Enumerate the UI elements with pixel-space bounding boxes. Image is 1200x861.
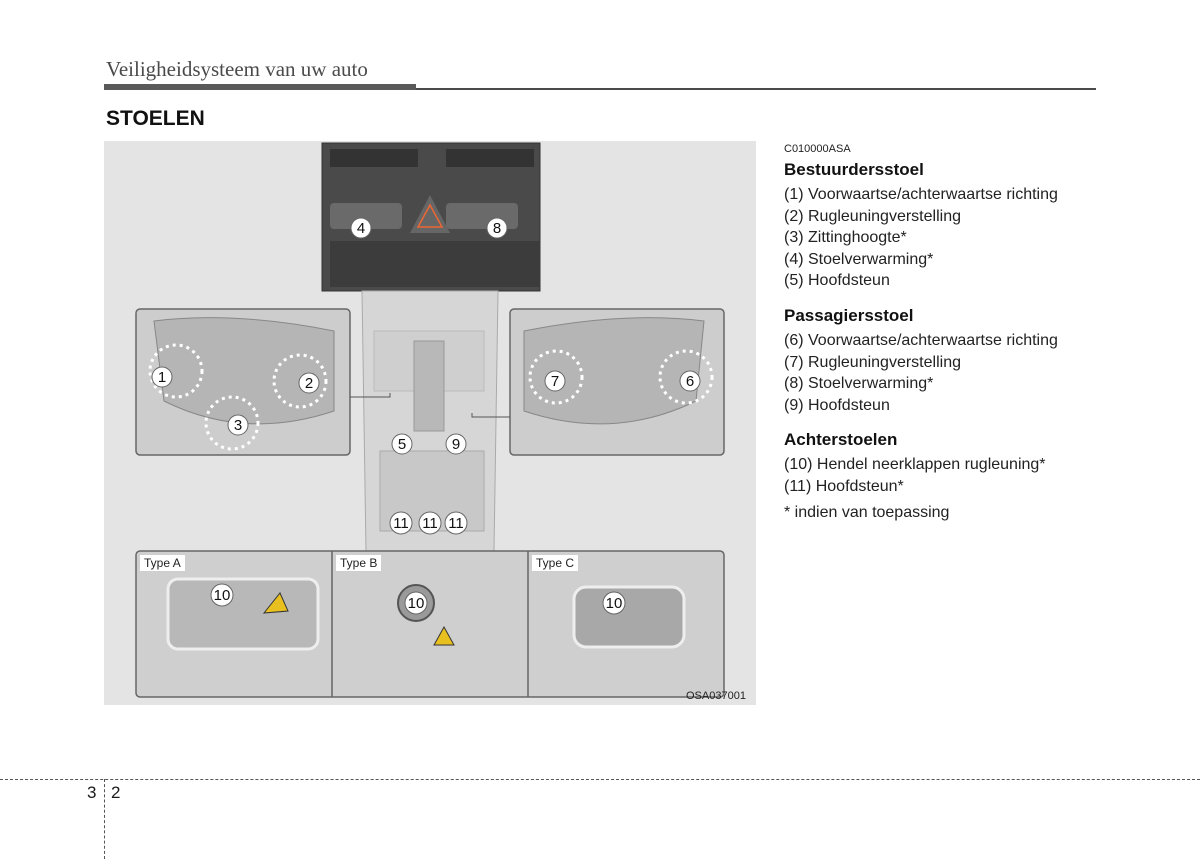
heater-switch-left — [330, 203, 402, 229]
callout-badge-9 — [445, 433, 467, 455]
illustration-drawing: 1 2 3 4 5 6 7 8 9 10 10 10 11 11 11 — [135, 142, 725, 698]
chapter-number: 3 — [87, 783, 97, 802]
figure-code: OSA037001 — [686, 690, 746, 702]
legend-item: (8) Stoelverwarming* — [784, 375, 934, 393]
seats-illustration: 1 2 3 4 5 6 7 8 9 10 10 10 11 11 11 Type A Type B Type… — [104, 141, 756, 705]
callout-number-2: 2 — [305, 375, 313, 392]
callout-ring-7 — [528, 349, 584, 405]
callout-number-9: 9 — [452, 436, 460, 453]
callout-number-5: 5 — [398, 436, 406, 453]
header-rule-thin — [416, 88, 1096, 90]
callout-badge-10 — [404, 591, 428, 615]
legend-item: (11) Hoofdsteun* — [784, 477, 904, 495]
callout-badge-1 — [151, 366, 173, 388]
driver-seat-shape — [153, 317, 335, 425]
callout-badge-10 — [210, 583, 234, 607]
passenger-seat-shape — [523, 317, 705, 425]
running-header: Veiligheidsysteem van uw auto — [106, 57, 368, 81]
callout-number-11: 11 — [422, 515, 438, 532]
callout-badge-7 — [544, 370, 566, 392]
footnote: * indien van toepassing — [784, 503, 950, 521]
callout-badge-11 — [418, 511, 442, 535]
section-title: STOELEN — [106, 107, 205, 130]
vent-right — [446, 149, 534, 167]
callout-badge-3 — [227, 414, 249, 436]
rear-seats-heading: Achterstoelen — [784, 430, 898, 450]
legend-item: (9) Hoofdsteun — [784, 396, 890, 414]
callout-badge-10 — [602, 591, 626, 615]
callout-ring-3 — [204, 395, 260, 451]
callout-number-11: 11 — [393, 515, 409, 532]
legend-item: (1) Voorwaartse/achterwaartse richting — [784, 186, 1058, 203]
type-a-lever — [166, 577, 320, 651]
type-c-label: Type C — [532, 555, 579, 571]
center-console — [413, 340, 445, 432]
callout-number-6: 6 — [686, 373, 694, 390]
passenger-seat-heading: Passagiersstoel — [784, 305, 914, 325]
legend-item: (3) Zittinghoogte* — [784, 229, 907, 247]
callout-number-11: 11 — [448, 515, 464, 532]
heater-switch-right — [446, 203, 518, 229]
legend-item: (2) Rugleuningverstelling — [784, 207, 961, 225]
legend-item: (4) Stoelverwarming* — [784, 250, 934, 268]
callout-numbers: 1 2 3 4 5 6 7 8 9 10 10 10 11 11 11 — [151, 217, 701, 615]
footer-divider — [104, 779, 105, 859]
driver-seat-heading: Bestuurdersstoel — [784, 160, 924, 179]
callout-badge-11 — [389, 511, 413, 535]
callout-ring-6 — [658, 349, 714, 405]
callout-number-3: 3 — [234, 417, 242, 434]
callout-badge-11 — [444, 511, 468, 535]
leader-left — [350, 393, 391, 398]
header-rule — [104, 84, 416, 90]
reference-code: C010000ASA — [784, 143, 851, 155]
callout-badge-2 — [298, 372, 320, 394]
callout-badge-8 — [486, 217, 508, 239]
callout-ring-1 — [148, 343, 204, 399]
legend-item: (7) Rugleuningverstelling — [784, 353, 961, 371]
legend-item: (10) Hendel neerklappen rugleuning* — [784, 456, 1046, 474]
callout-number-4: 4 — [357, 220, 365, 237]
callout-ring-2 — [272, 353, 328, 409]
callout-number-7: 7 — [551, 373, 559, 390]
callout-number-10: 10 — [214, 587, 231, 604]
type-c-lever — [572, 585, 686, 649]
leader-right — [471, 413, 510, 418]
callout-number-10: 10 — [606, 595, 623, 612]
legend-item: (5) Hoofdsteun — [784, 272, 890, 290]
footer-rule — [0, 779, 1200, 780]
type-a-arrow — [262, 592, 289, 614]
callout-number-10: 10 — [408, 595, 425, 612]
callout-number-8: 8 — [493, 220, 501, 237]
callout-number-1: 1 — [158, 369, 166, 386]
callout-badge-4 — [350, 217, 372, 239]
seat-legend: C010000ASA Bestuurdersstoel (1) Voorwaar… — [784, 143, 1184, 522]
page-number: 2 — [111, 783, 121, 802]
callout-badge-5 — [391, 433, 413, 455]
callout-badge-6 — [679, 370, 701, 392]
type-b-arrow — [433, 625, 455, 646]
hazard-icon — [416, 203, 444, 228]
legend-item: (6) Voorwaartse/achterwaartse richting — [784, 331, 1058, 349]
vent-left — [330, 149, 418, 167]
dashboard-slot — [330, 241, 540, 287]
type-b-label: Type B — [336, 555, 382, 571]
type-a-label: Type A — [140, 555, 185, 571]
